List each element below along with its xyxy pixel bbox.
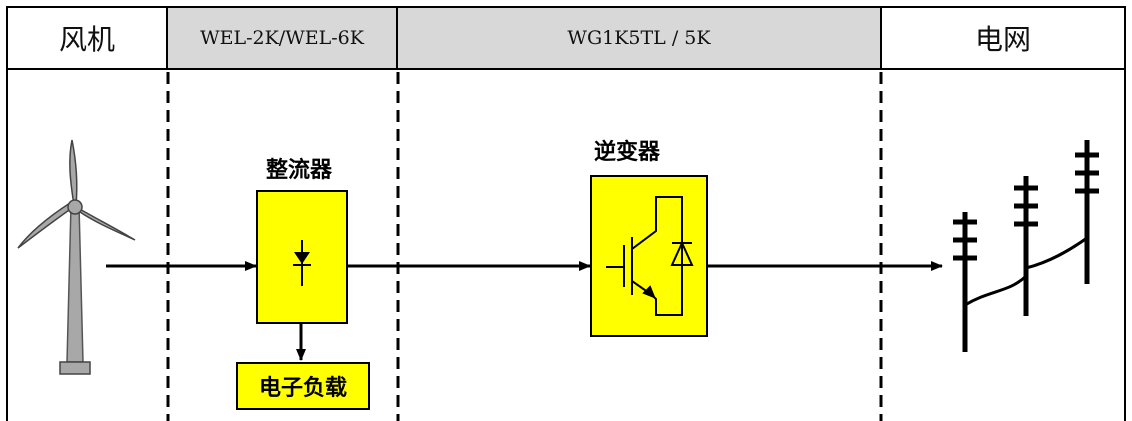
inverter-block — [590, 175, 708, 337]
igbt-icon — [606, 196, 694, 316]
rectifier-block — [256, 190, 348, 324]
rectifier-label: 整流器 — [266, 157, 333, 183]
diagram-frame — [6, 6, 1126, 421]
power-pole-icon — [953, 140, 1099, 352]
wind-turbine-icon — [17, 139, 136, 375]
header-rectifier-models: WEL-2K/WEL-6K — [166, 8, 396, 70]
header-inverter-models: WG1K5TL / 5K — [396, 8, 880, 70]
dump-load-block: 电子负载 — [236, 362, 370, 410]
header-wind-turbine: 风机 — [8, 8, 166, 70]
diode-icon — [293, 240, 311, 286]
dump-load-label: 电子负载 — [258, 375, 347, 401]
inverter-label: 逆变器 — [594, 139, 661, 165]
header-grid: 电网 — [880, 8, 1124, 70]
